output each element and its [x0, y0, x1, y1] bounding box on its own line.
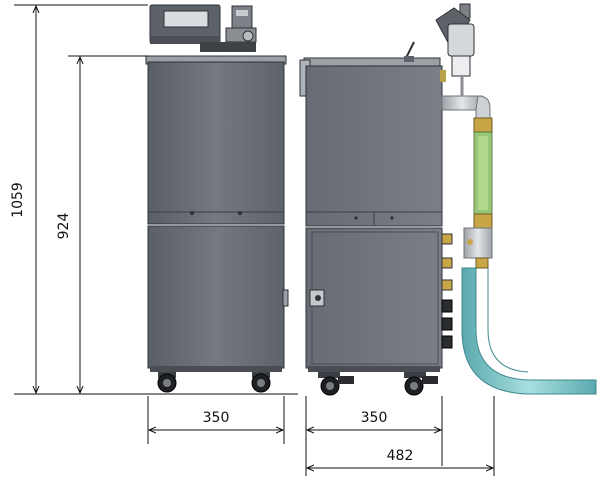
- front-wheels: [157, 372, 271, 393]
- dim-front-width: 350: [203, 410, 230, 426]
- pipe-assembly: [435, 3, 597, 395]
- side-upper-cabinet: [305, 65, 443, 227]
- side-fittings: [441, 233, 453, 349]
- front-controller: [149, 4, 257, 52]
- side-lower-cabinet: [305, 227, 443, 369]
- side-wheels: [318, 372, 438, 396]
- dim-overall-width: 482: [387, 448, 414, 464]
- dim-cabinet-height: 924: [56, 213, 72, 240]
- front-view: [145, 4, 289, 393]
- front-lower-cabinet: [147, 225, 285, 369]
- front-upper-cabinet: [147, 61, 285, 225]
- dim-side-width: 350: [361, 410, 388, 426]
- side-view: [299, 3, 597, 396]
- display-screen: [163, 10, 209, 28]
- dimension-lines: [14, 4, 495, 476]
- dim-total-height: 1059: [10, 182, 26, 218]
- teal-hose: [461, 267, 597, 395]
